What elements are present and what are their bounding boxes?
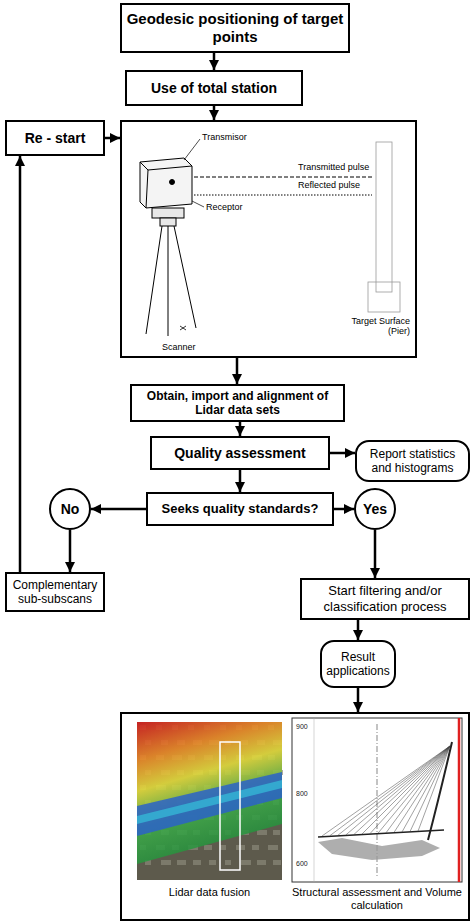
- flow-arrow: [239, 422, 242, 436]
- box-label: Use of total station: [151, 80, 277, 97]
- process-box: Geodesic positioning of target points: [120, 3, 350, 53]
- results-panel: Lidar data fusion Structural assessment a…: [120, 712, 470, 921]
- flow-arrow: [357, 620, 360, 640]
- output-box: Report statistics and histograms: [355, 440, 470, 482]
- flow-arrow: [330, 452, 355, 455]
- flow-arrow: [213, 53, 216, 70]
- flow-arrow: [213, 106, 216, 120]
- box-label: Complementary sub-subscans: [11, 578, 99, 607]
- part-label: Receptor: [206, 202, 243, 212]
- flow-arrow: [239, 470, 242, 492]
- box-label: Geodesic positioning of target points: [126, 10, 344, 46]
- box-label: Yes: [363, 501, 387, 518]
- image-caption: Structural assessment and Volume calcula…: [288, 886, 466, 911]
- decision-circle: Yes: [354, 488, 396, 530]
- signal-label: Transmitted pulse: [298, 162, 369, 172]
- box-label: No: [61, 501, 80, 518]
- process-box: Use of total station: [125, 70, 303, 106]
- image-caption: Lidar data fusion: [137, 886, 282, 899]
- process-box: Re - start: [5, 120, 105, 156]
- axis-value: 600: [296, 860, 308, 867]
- box-label: Obtain, import and alignment of Lidar da…: [136, 389, 339, 418]
- box-label: Start filtering and/or classification pr…: [306, 583, 464, 614]
- process-box: Quality assessment: [150, 436, 330, 470]
- box-label: Result applications: [326, 650, 390, 679]
- flow-arrow: [105, 137, 120, 140]
- flow-arrow: [334, 508, 354, 511]
- flow-arrow: [91, 508, 146, 511]
- process-box: Obtain, import and alignment of Lidar da…: [130, 384, 345, 422]
- part-label: Target Surface (Pier): [344, 316, 410, 337]
- output-box: Result applications: [320, 640, 396, 688]
- decision-circle: No: [49, 488, 91, 530]
- axis-value: 900: [296, 723, 308, 730]
- part-label: Transmisor: [202, 132, 247, 142]
- box-label: Seeks quality standards?: [162, 501, 319, 517]
- box-label: Quality assessment: [174, 445, 306, 462]
- flow-arrow: [357, 688, 360, 712]
- flow-arrow: [236, 358, 239, 384]
- process-box: Start filtering and/or classification pr…: [300, 578, 470, 620]
- part-label: Scanner: [162, 342, 196, 352]
- flow-arrow: [374, 530, 377, 578]
- signal-label: Reflected pulse: [298, 180, 360, 190]
- flow-arrow: [69, 530, 72, 572]
- box-label: Re - start: [25, 130, 86, 147]
- box-label: Report statistics and histograms: [361, 447, 464, 476]
- flow-arrow: [19, 156, 22, 572]
- decision-box: Seeks quality standards?: [146, 492, 334, 526]
- process-box: Complementary sub-subscans: [5, 572, 105, 612]
- scanner-panel: TransmisorTransmitted pulseReflected pul…: [120, 120, 417, 358]
- axis-value: 800: [296, 790, 308, 797]
